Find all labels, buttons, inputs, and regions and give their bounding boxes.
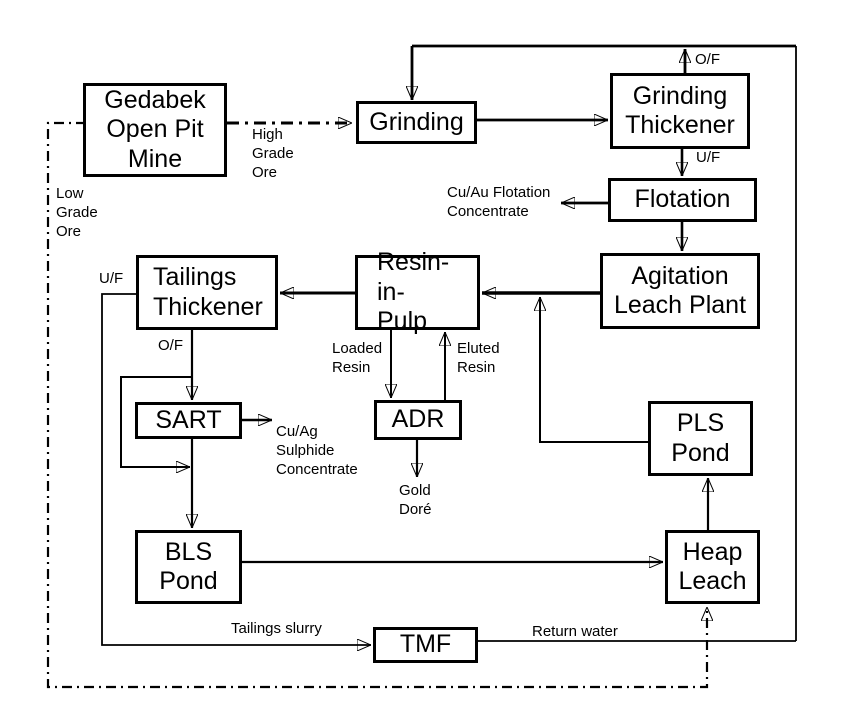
node-adr: ADR xyxy=(374,400,462,440)
label-cu-ag-sulphide-concentrate: Cu/Ag Sulphide Concentrate xyxy=(276,423,358,478)
flow-low-grade-ore-arrow xyxy=(46,121,707,689)
node-gedabek-open-pit-mine: Gedabek Open Pit Mine xyxy=(83,83,227,177)
node-bls-pond: BLS Pond xyxy=(135,530,242,604)
node-flotation: Flotation xyxy=(608,178,757,222)
label-overflow-top: O/F xyxy=(695,51,720,68)
label-return-water: Return water xyxy=(532,623,618,640)
label-tailings-slurry: Tailings slurry xyxy=(231,620,322,637)
node-agitation-leach-plant: Agitation Leach Plant xyxy=(600,253,760,329)
flow-pls-pond-to-resin-in-pulp-arrow xyxy=(540,297,650,443)
flow-tailings-underflow-to-tmf-arrow xyxy=(101,293,371,645)
node-heap-leach: Heap Leach xyxy=(665,530,760,604)
node-grinding-thickener: Grinding Thickener xyxy=(610,73,750,149)
label-cu-au-flotation-concentrate: Cu/Au Flotation Concentrate xyxy=(447,184,551,220)
node-sart: SART xyxy=(135,402,242,439)
label-gold-dore: Gold Doré xyxy=(399,482,432,518)
label-eluted-resin: Eluted Resin xyxy=(457,340,500,376)
label-overflow-left: O/F xyxy=(158,337,183,354)
label-high-grade-ore: High Grade Ore xyxy=(252,126,294,181)
flow-sart-bypass-arrow xyxy=(120,376,192,467)
node-tmf: TMF xyxy=(373,627,478,663)
node-resin-in-pulp: Resin-in- Pulp xyxy=(355,248,480,335)
label-low-grade-ore: Low Grade Ore xyxy=(56,185,98,240)
label-loaded-resin: Loaded Resin xyxy=(332,340,383,376)
label-underflow-top: U/F xyxy=(696,149,721,166)
label-underflow-left: U/F xyxy=(99,270,124,287)
node-grinding: Grinding xyxy=(356,101,477,144)
node-tailings-thickener: Tailings Thickener xyxy=(136,255,278,330)
node-pls-pond: PLS Pond xyxy=(648,401,753,476)
